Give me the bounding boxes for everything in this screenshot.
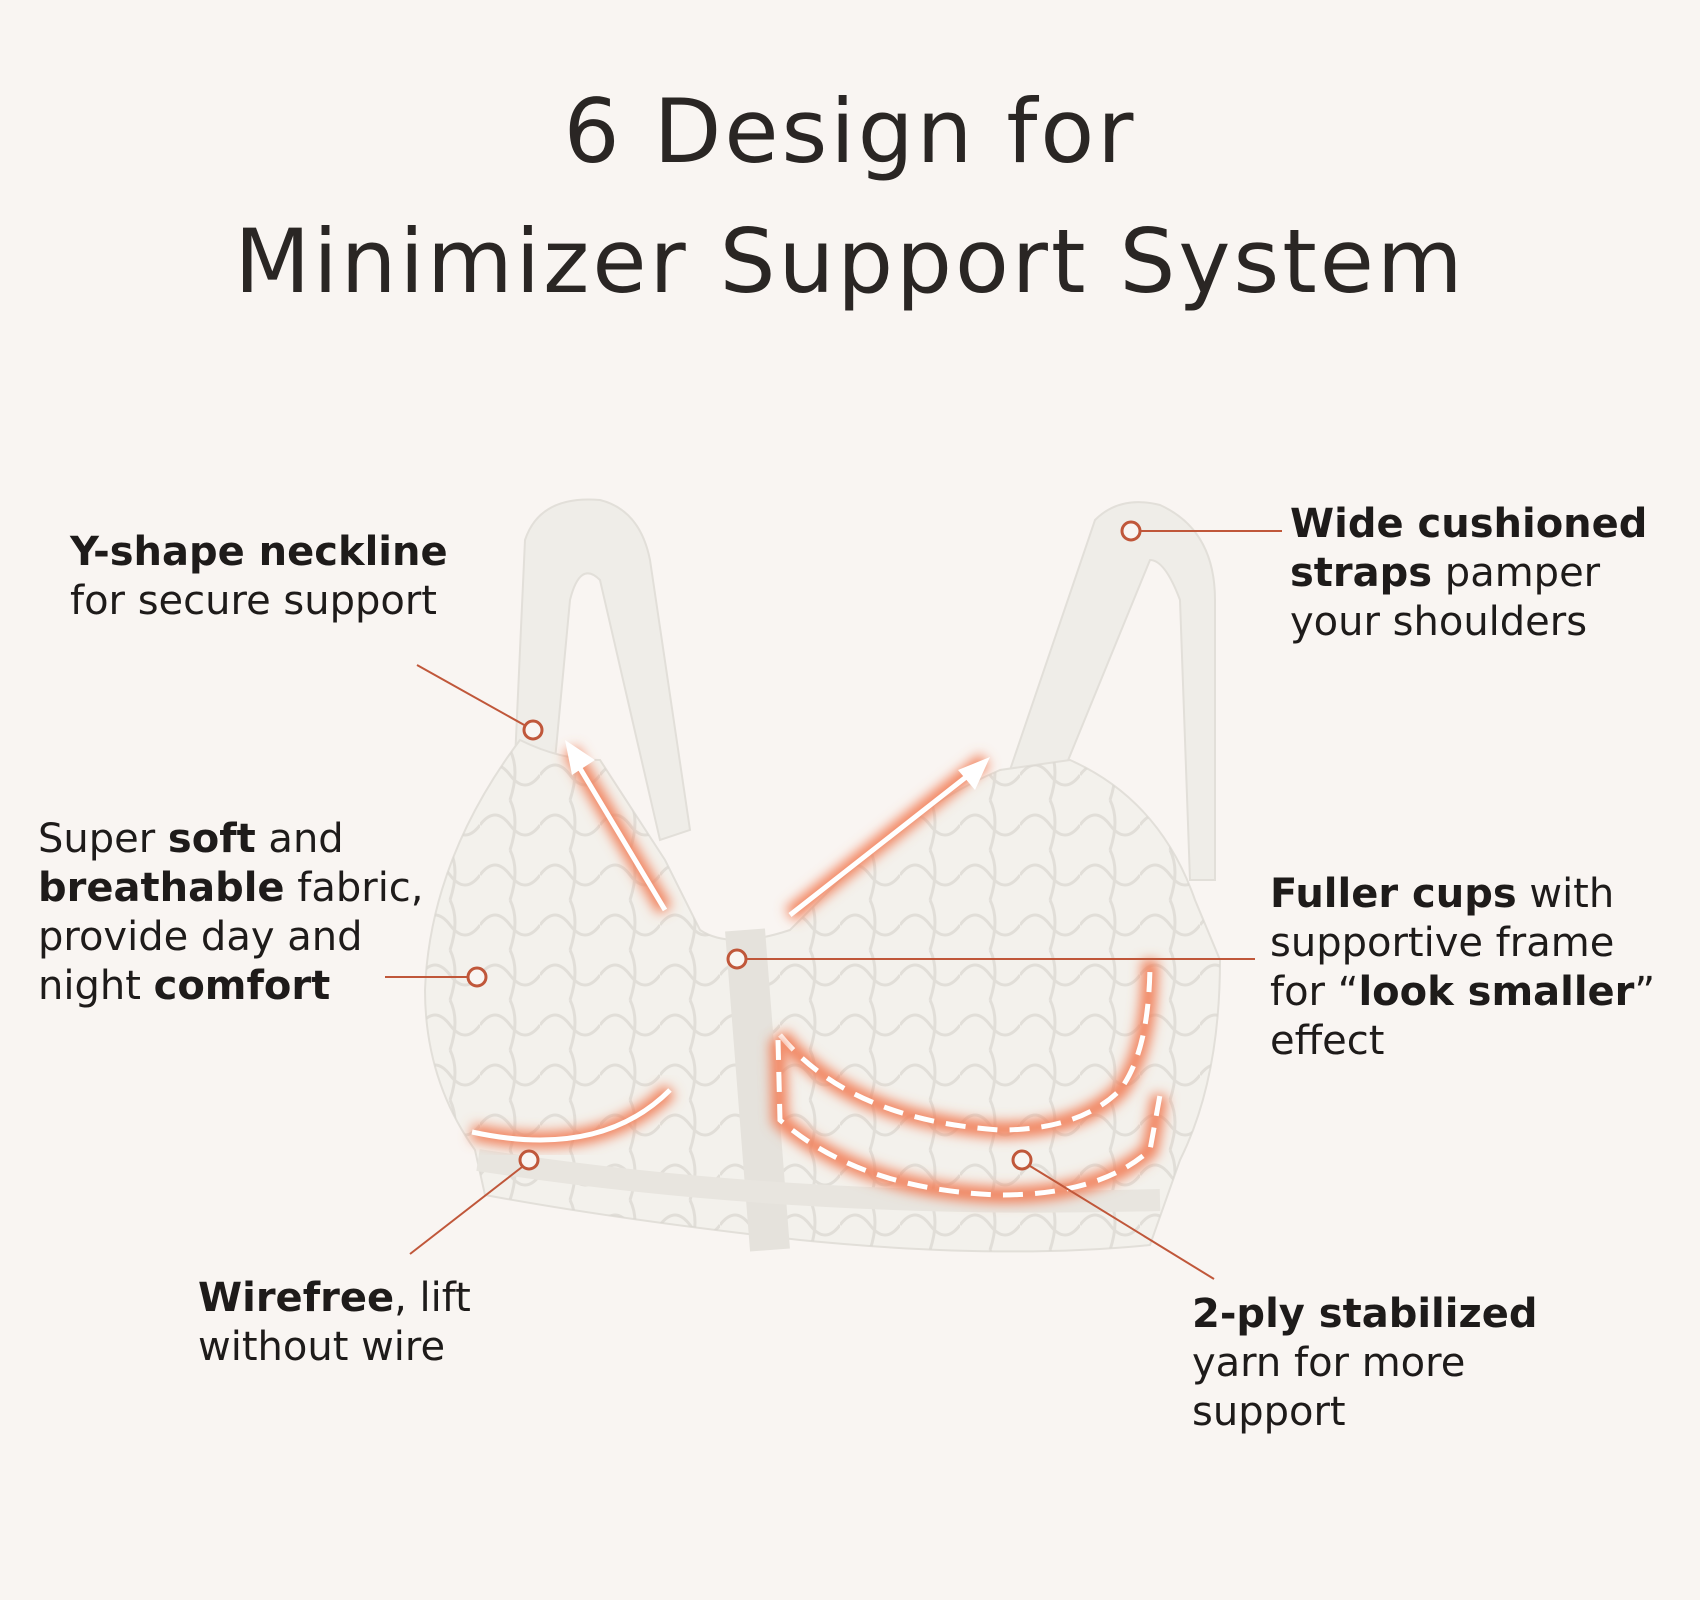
cups-text: with	[1516, 871, 1615, 917]
arrow-head-icon	[565, 740, 990, 790]
cups-title: Fuller cups	[1270, 871, 1517, 917]
wirefree-text: , lift	[394, 1275, 471, 1321]
callout-wirefree: Wirefree, lift without wire	[198, 1274, 471, 1372]
fabric-bold: comfort	[153, 963, 331, 1009]
fabric-text: and	[255, 816, 344, 862]
callout-neckline-title: Y-shape neckline	[70, 529, 448, 575]
fabric-bold: soft	[167, 816, 256, 862]
callout-straps-title: Wide cushioned	[1290, 501, 1648, 547]
cups-text: supportive frame	[1270, 920, 1615, 966]
wirefree-title: Wirefree	[198, 1275, 395, 1321]
callout-neckline: Y-shape neckline for secure support	[70, 528, 448, 626]
callout-dot-icons	[466, 520, 1142, 1171]
yarn-title: 2-ply stabilized	[1192, 1291, 1538, 1337]
cups-bold: look smaller	[1358, 969, 1635, 1015]
fabric-bold: breathable	[38, 865, 285, 911]
fabric-text: provide day and	[38, 914, 363, 960]
title-line-2: Minimizer Support System	[234, 210, 1466, 313]
support-arrows	[470, 740, 1168, 1204]
fabric-text: night	[38, 963, 154, 1009]
callout-straps-bold: straps	[1290, 550, 1433, 596]
callout-neckline-text: for secure support	[70, 578, 437, 624]
callout-yarn: 2-ply stabilized yarn for more support	[1192, 1290, 1538, 1437]
callout-cups: Fuller cups with supportive frame for “l…	[1270, 870, 1655, 1066]
cups-text: ”	[1634, 969, 1656, 1015]
callout-straps-text: pamper	[1432, 550, 1601, 596]
leader-lines	[385, 530, 1282, 1280]
fabric-text: fabric,	[284, 865, 424, 911]
callout-straps-text-2: your shoulders	[1290, 599, 1588, 645]
yarn-text: yarn for more	[1192, 1340, 1466, 1386]
callout-fabric: Super soft and breathable fabric, provid…	[38, 815, 424, 1011]
fabric-text: Super	[38, 816, 168, 862]
wirefree-text: without wire	[198, 1324, 446, 1370]
title-line-1: 6 Design for	[563, 80, 1137, 183]
yarn-text: support	[1192, 1389, 1346, 1435]
cups-text: effect	[1270, 1018, 1385, 1064]
callout-straps: Wide cushioned straps pamper your should…	[1290, 500, 1647, 647]
cups-text: for “	[1270, 969, 1359, 1015]
